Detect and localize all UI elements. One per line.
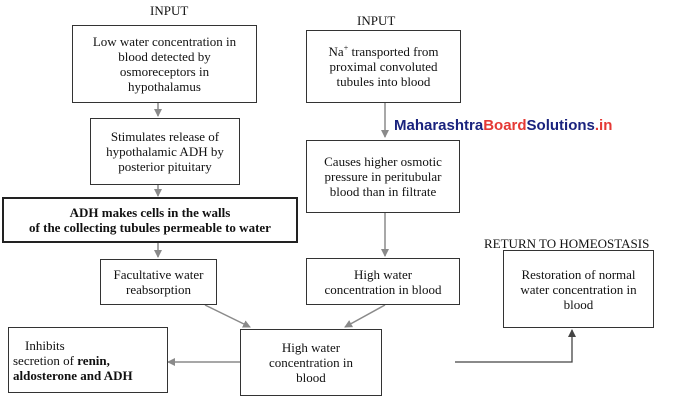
na-rest: proximal convoluted tubules into blood [329,59,438,89]
input-label-right: INPUT [357,13,396,28]
box-inhibits-text: Inhibits secretion of renin, aldosterone… [9,338,133,383]
box-adh-makes-cells: ADH makes cells in the walls of the coll… [2,197,298,243]
box-osmotic-text: Causes higher osmotic pressure in peritu… [324,154,442,199]
box-inhibits-secretion: Inhibits secretion of renin, aldosterone… [8,327,168,393]
arrow-facultative-to-center [204,304,251,328]
return-to-homeostasis-label: RETURN TO HOMEOSTASIS [484,236,650,251]
na-symbol: Na+ [328,43,349,59]
watermark-logo: MaharashtraBoardSolutions.in [394,117,613,134]
box-higher-osmotic-pressure: Causes higher osmotic pressure in peritu… [306,140,460,213]
box-high-water-right: High water concentration in blood [306,258,460,305]
box-adh-text: ADH makes cells in the walls of the coll… [29,205,271,235]
arrow-center-to-restoration [455,329,576,363]
box-stimulates-release: Stimulates release of hypothalamic ADH b… [90,118,240,185]
na-line1: Na+ transported from [329,44,439,59]
box-low-water-text: Low water concentration in blood detecte… [92,34,237,94]
input-label-left: INPUT [150,3,189,18]
box-na-transported: Na+ transported from proximal convoluted… [306,30,461,103]
box-low-water-concentration: Low water concentration in blood detecte… [72,25,257,103]
inhibits-line3: aldosterone and ADH [13,367,133,383]
box-na-text: Na+ transported from proximal convoluted… [329,44,439,89]
box-high-water-center: High water concentration in blood [240,329,382,396]
inhibits-line2-pre: secretion of [13,352,78,368]
arrow-highwater-to-center [344,304,386,328]
box-stimulates-text: Stimulates release of hypothalamic ADH b… [106,129,224,174]
box-restoration-text: Restoration of normal water concentratio… [520,266,637,312]
na-line1-rest: transported from [348,44,439,59]
inhibits-line2-bold: renin, [77,352,110,368]
box-facultative-text: Facultative water reabsorption [113,267,204,297]
inhibits-line2: secretion of renin, [13,353,133,368]
box-facultative-reabsorption: Facultative water reabsorption [100,259,217,305]
box-high-water-right-text: High water concentration in blood [324,266,442,297]
inhibits-line1: Inhibits [25,337,65,353]
box-restoration: Restoration of normal water concentratio… [503,250,654,328]
box-high-water-center-text: High water concentration in blood [268,340,354,385]
